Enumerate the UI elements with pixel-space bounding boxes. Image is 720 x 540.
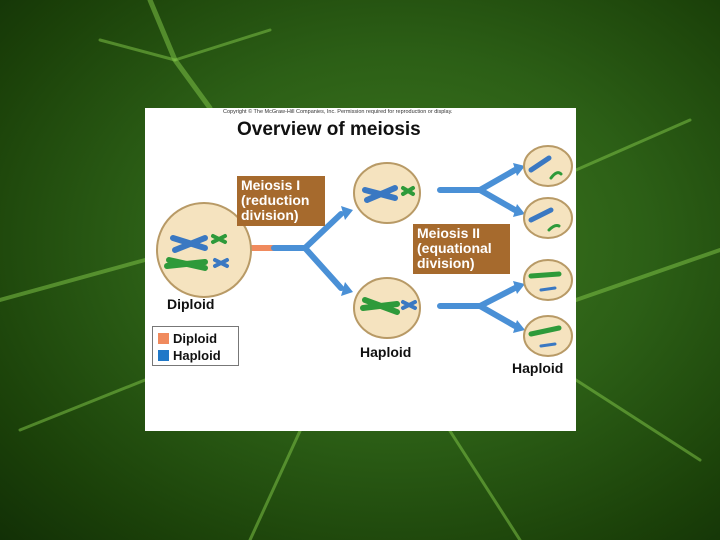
meiosis-2-line: Meiosis II [417,225,481,241]
legend-label: Diploid [173,331,218,346]
haploid-caption-right: Haploid [512,360,564,376]
haploid-cell-lower [353,277,421,339]
meiosis-diagram [156,145,573,357]
arrowhead [513,163,525,176]
haploid-cell-upper [353,162,421,224]
haploid-cell-final [523,145,573,187]
legend-label: Haploid [173,348,221,363]
figure-title: Overview of meiosis [237,119,421,140]
diploid-stem [249,245,274,251]
legend-item-haploid: Haploid [158,348,221,363]
meiosis-1-line: division) [241,207,299,223]
meiosis-1-line: Meiosis I [241,177,301,193]
haploid-cell-final [523,315,573,357]
legend: Diploid Haploid [152,326,239,366]
arrowhead [513,320,525,333]
arrowhead [513,281,525,294]
legend-swatch-diploid [158,333,169,344]
diploid-caption: Diploid [167,296,215,312]
haploid-cell-final [523,259,573,301]
arrowhead-up [341,206,353,220]
haploid-cell-final [523,197,573,239]
meiosis-2-line: (equational [417,240,492,256]
meiosis-1-label: Meiosis I (reduction division) [237,176,325,226]
copyright-notice: Copyright © The McGraw-Hill Companies, I… [223,109,453,115]
legend-item-diploid: Diploid [158,331,217,346]
arrowhead [513,204,525,217]
legend-swatch-haploid [158,350,169,361]
meiosis-2-line: division) [417,255,475,271]
meiosis-figure: Copyright © The McGraw-Hill Companies, I… [145,108,576,431]
meiosis-1-arrows [271,211,344,291]
meiosis-2-arrows [437,167,518,329]
diploid-cell [156,202,252,298]
haploid-caption-middle: Haploid [360,344,412,360]
meiosis-1-line: (reduction [241,192,310,208]
arrowhead-down [341,282,353,296]
meiosis-2-label: Meiosis II (equational division) [413,224,510,274]
